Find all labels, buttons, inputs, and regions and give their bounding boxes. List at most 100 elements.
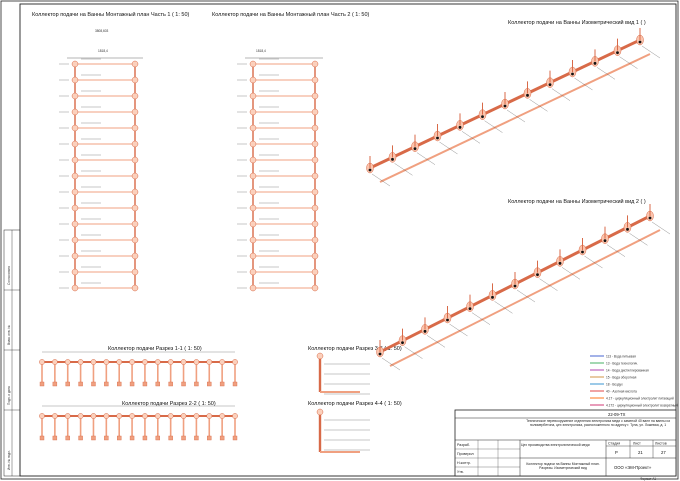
valve-node xyxy=(311,204,319,212)
project-name-box: Техническое перевооружение отделения эле… xyxy=(526,419,670,427)
role-approved: Утв. xyxy=(457,470,464,474)
iso-valve xyxy=(593,61,597,65)
valve-node xyxy=(311,220,319,228)
iso-leader xyxy=(641,45,661,59)
title-plan-part1: Коллектор подачи на Ванны Монтажный план… xyxy=(32,11,190,18)
iso-leader xyxy=(574,77,593,91)
section-outlet xyxy=(207,435,212,441)
section-tee xyxy=(90,413,97,419)
role-developer: Разраб. xyxy=(457,443,470,447)
valve-node xyxy=(71,220,79,228)
valve-node xyxy=(71,124,79,132)
legend-item: 113 - Вода питьевая xyxy=(590,354,636,358)
valve-node xyxy=(249,92,257,100)
section-outlet xyxy=(194,381,199,387)
legend-label: 4.1T - циркуляционный электролит питающи… xyxy=(606,396,674,400)
section-outlet xyxy=(168,381,173,387)
section-tee xyxy=(39,359,45,365)
iso-leader xyxy=(461,131,481,144)
valve-node xyxy=(249,108,257,116)
legend-label: 14 - Вода дистиллированная xyxy=(606,368,649,372)
section-outlet xyxy=(39,435,45,441)
plan-part2-drawing xyxy=(237,57,323,292)
valve-node xyxy=(131,156,139,164)
valve-node xyxy=(71,252,79,260)
valve-node xyxy=(71,188,79,196)
sheets-total: 27 xyxy=(661,450,666,455)
legend-item: 40 - Азотная кислота xyxy=(590,389,637,393)
iso-leader xyxy=(484,120,503,133)
section-tee xyxy=(116,359,123,365)
stage-value: Р xyxy=(615,450,618,455)
section-tee xyxy=(103,413,110,419)
section-tee xyxy=(64,359,71,365)
valve-node xyxy=(71,204,79,212)
valve-node xyxy=(249,252,257,260)
valve-node xyxy=(71,156,79,164)
section-tee xyxy=(77,413,84,419)
iso-return-pipe xyxy=(379,53,651,183)
valve-node xyxy=(311,284,319,292)
valve-node xyxy=(71,60,79,68)
dimension-top-plan1: 3808,603 xyxy=(95,29,109,33)
valve-node xyxy=(311,140,319,148)
iso-leader xyxy=(619,56,638,69)
role-norm-control: Н.контр. xyxy=(457,461,471,465)
valve-node xyxy=(131,140,139,148)
section-outlet xyxy=(155,381,161,387)
iso-leader xyxy=(449,323,468,337)
valve-node xyxy=(131,284,139,292)
valve-node xyxy=(71,284,79,292)
valve-node xyxy=(131,124,139,132)
valve-node xyxy=(311,188,319,196)
dimension-width-plan1: 1818,4 xyxy=(98,49,108,53)
iso-leader xyxy=(561,267,581,280)
section-outlet xyxy=(219,435,225,441)
section-outlet xyxy=(155,435,161,441)
valve-node xyxy=(311,268,319,276)
valve-node xyxy=(71,140,79,148)
iso-leader xyxy=(471,312,491,325)
valve-node xyxy=(249,284,257,292)
section-outlet xyxy=(104,381,109,387)
riser-valve xyxy=(316,408,324,416)
section-outlet xyxy=(65,381,70,387)
iso-leader xyxy=(426,335,446,348)
section-tee xyxy=(167,359,174,365)
section-tee xyxy=(90,359,97,365)
section-tee xyxy=(52,359,58,365)
project-name: Техническое перевооружение отделения эле… xyxy=(526,419,670,427)
stamp-approved: Согласовано xyxy=(7,266,11,285)
valve-node xyxy=(249,140,257,148)
section-tee xyxy=(232,413,238,419)
section-tee xyxy=(116,413,123,419)
section-outlet xyxy=(219,381,225,387)
iso-leader xyxy=(404,346,423,359)
valve-node xyxy=(249,268,257,276)
drawing-name: Коллектор подачи на Ванны Монтажный план… xyxy=(526,462,600,470)
valve-node xyxy=(71,76,79,84)
valve-node xyxy=(71,268,79,276)
valve-node xyxy=(249,60,257,68)
valve-node xyxy=(249,204,257,212)
iso-leader xyxy=(394,163,413,176)
iso-valve xyxy=(513,284,517,288)
iso-valve xyxy=(526,93,529,97)
section-outlet xyxy=(181,381,186,387)
section-tee xyxy=(219,359,225,365)
stage-header: Стадия xyxy=(608,442,620,446)
section-tee xyxy=(129,413,135,419)
iso-leader xyxy=(516,289,536,303)
iso-valve xyxy=(648,216,652,220)
iso-valve xyxy=(481,115,484,119)
section-3-3-drawing xyxy=(316,352,370,395)
legend-item: 15 - Вода оборотная xyxy=(590,375,637,379)
section-tee xyxy=(77,359,84,365)
valve-node xyxy=(249,188,257,196)
legend-item: 14 - Вода дистиллированная xyxy=(590,368,649,372)
valve-node xyxy=(131,92,139,100)
legend-item: 18 - Воздух xyxy=(590,382,623,386)
section-outlet xyxy=(104,435,109,441)
section-outlet xyxy=(52,381,58,387)
